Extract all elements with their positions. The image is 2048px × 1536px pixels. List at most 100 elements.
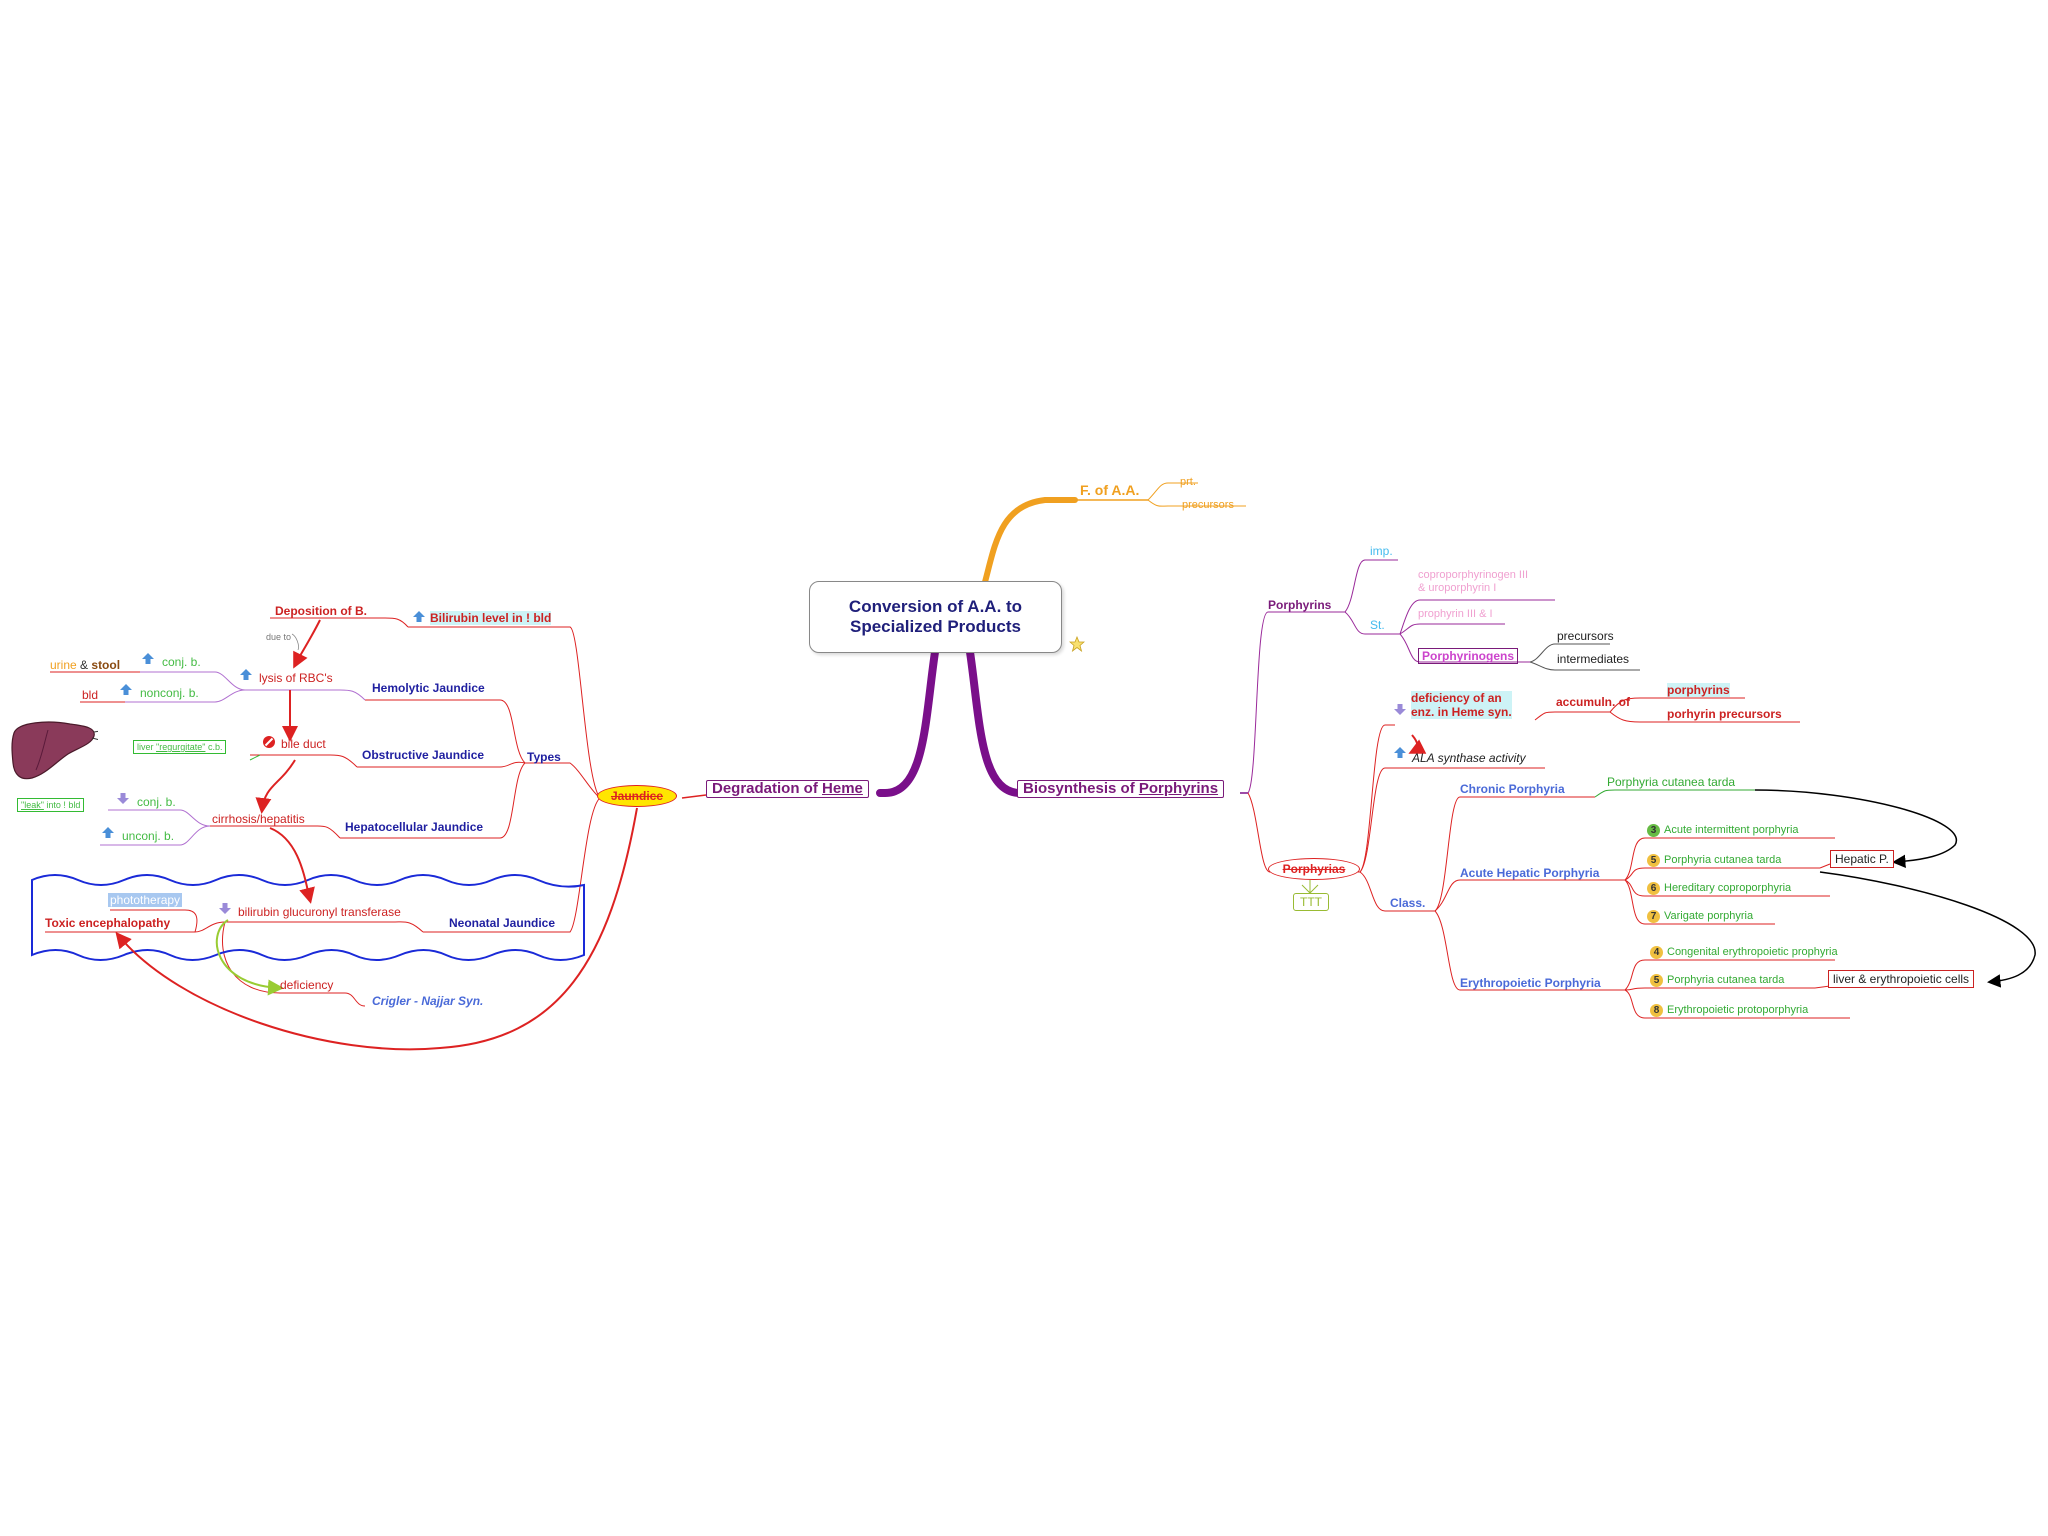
badge-7: 7 <box>1647 909 1660 923</box>
node-conj-b-2[interactable]: conj. b. <box>137 795 176 809</box>
node-porphyrias[interactable]: Porphyrias <box>1268 858 1360 880</box>
fofaa-item[interactable]: prt. <box>1180 476 1196 488</box>
node-unconj-b[interactable]: unconj. b. <box>122 829 175 843</box>
badge-5: 5 <box>1647 853 1660 867</box>
node-urine-stool[interactable]: urine & stool <box>50 658 120 672</box>
node-crigler-najjar[interactable]: Crigler - Najjar Syn. <box>372 994 484 1008</box>
fofaa-item[interactable]: precursors <box>1182 499 1234 511</box>
branch-degradation <box>876 648 939 797</box>
down-arrow-icon <box>219 903 231 914</box>
branch-biosynthesis <box>966 648 1029 797</box>
node-hepatocellular-jaundice[interactable]: Hepatocellular Jaundice <box>345 820 484 834</box>
badge-4: 4 <box>1650 945 1663 959</box>
node-liver-erythropoietic-cells[interactable]: liver & erythropoietic cells <box>1828 970 1975 988</box>
node-deficiency-enzyme[interactable]: deficiency of an enz. in Heme syn. <box>1411 691 1512 719</box>
node-deposition[interactable]: Deposition of B. <box>275 604 367 618</box>
stool-label: stool <box>91 658 121 672</box>
copro-line2: & uroporphyrin I <box>1418 582 1497 594</box>
deficiency-line2: enz. in Heme syn. <box>1411 705 1512 719</box>
node-neonatal-jaundice[interactable]: Neonatal Jaundice <box>449 916 556 930</box>
node-leak-into-bld[interactable]: "leak" into ! bld <box>17 798 85 812</box>
no-entry-icon <box>263 736 275 748</box>
acute-item[interactable]: 5 Porphyria cutanea tarda <box>1647 853 1781 867</box>
star-icon <box>1069 636 1085 652</box>
regurgitate-link[interactable]: "regurgitate" <box>156 742 206 752</box>
node-erythropoietic-porphyria[interactable]: Erythropoietic Porphyria <box>1460 976 1601 990</box>
biosynthesis-label: Biosynthesis of <box>1023 780 1139 797</box>
badge-5: 5 <box>1650 973 1663 987</box>
topic-degradation-of-heme[interactable]: Degradation of Heme <box>706 780 869 798</box>
copro-line1: coproporphyrinogen III <box>1418 569 1529 581</box>
node-porphyrins[interactable]: Porphyrins <box>1268 598 1332 612</box>
node-intermediates[interactable]: intermediates <box>1557 652 1630 666</box>
heme-link[interactable]: Heme <box>822 780 863 797</box>
node-st[interactable]: St. <box>1370 618 1385 632</box>
node-types[interactable]: Types <box>527 750 561 764</box>
node-hemolytic-jaundice[interactable]: Hemolytic Jaundice <box>372 681 485 695</box>
node-acute-hepatic-porphyria[interactable]: Acute Hepatic Porphyria <box>1460 866 1600 880</box>
node-obstructive-jaundice[interactable]: Obstructive Jaundice <box>362 748 485 762</box>
node-conj-b[interactable]: conj. b. <box>162 655 201 669</box>
branch-fofaa <box>982 497 1078 585</box>
acute-item[interactable]: 7 Varigate porphyria <box>1647 909 1753 923</box>
topic-biosynthesis-of-porphyrins[interactable]: Biosynthesis of Porphyrins <box>1017 780 1225 798</box>
node-accum-porphyrins[interactable]: porphyrins <box>1667 683 1730 697</box>
liver-icon <box>11 721 98 780</box>
node-glucuronyl-transferase[interactable]: bilirubin glucuronyl transferase <box>238 905 401 919</box>
node-cirrhosis-hepatitis[interactable]: cirrhosis/hepatitis <box>212 812 305 826</box>
node-imp[interactable]: imp. <box>1370 544 1393 558</box>
node-chronic-item[interactable]: Porphyria cutanea tarda <box>1607 775 1736 789</box>
node-accum-precursors[interactable]: porhyrin precursors <box>1667 707 1782 721</box>
erythro-item[interactable]: 5 Porphyria cutanea tarda <box>1650 973 1784 987</box>
cb-label: c.b. <box>205 742 223 752</box>
node-bilirubin-level[interactable]: Bilirubin level in ! bld <box>430 611 552 625</box>
degradation-label: Degradation of <box>712 780 823 797</box>
node-liver-regurgitate[interactable]: liver "regurgitate" c.b. <box>133 740 227 754</box>
node-coproporphyrinogen[interactable]: coproporphyrinogen III & uroporphyrin I <box>1418 569 1528 595</box>
down-arrow-icon <box>1394 704 1406 715</box>
acute-item-label: Hereditary coproporphyria <box>1664 882 1792 894</box>
node-class[interactable]: Class. <box>1390 896 1426 910</box>
up-arrow-icon <box>1394 747 1406 758</box>
node-accumuln[interactable]: accumuln. of <box>1556 695 1631 709</box>
central-topic[interactable]: Conversion of A.A. to Specialized Produc… <box>809 581 1062 653</box>
central-topic-line2: Specialized Products <box>850 617 1021 636</box>
up-arrow-icon <box>142 653 154 664</box>
leak-link[interactable]: "leak" <box>21 800 44 810</box>
node-nonconj-b[interactable]: nonconj. b. <box>140 686 199 700</box>
into-bld-label: into ! bld <box>43 800 81 810</box>
node-chronic-porphyria[interactable]: Chronic Porphyria <box>1460 782 1565 796</box>
erythro-item-label: Porphyria cutanea tarda <box>1667 974 1785 986</box>
badge-3: 3 <box>1647 823 1660 837</box>
node-precursors[interactable]: precursors <box>1557 629 1614 643</box>
porphyrins-link[interactable]: Porphyrins <box>1138 780 1219 797</box>
node-ala-synthase[interactable]: ALA synthase activity <box>1412 751 1526 765</box>
down-arrow-icon <box>117 793 129 804</box>
node-porphyrinogens[interactable]: Porphyrinogens <box>1418 648 1519 664</box>
deficiency-line1: deficiency of an <box>1411 691 1502 705</box>
central-topic-line1: Conversion of A.A. to <box>848 597 1023 616</box>
node-deficiency[interactable]: deficiency <box>280 978 334 992</box>
up-arrow-icon <box>413 611 425 622</box>
node-jaundice[interactable]: Jaundice <box>597 785 677 807</box>
acute-item[interactable]: 3 Acute intermittent porphyria <box>1647 823 1799 837</box>
acute-item-label: Varigate porphyria <box>1664 910 1754 922</box>
node-ttt[interactable]: TTT <box>1293 893 1329 911</box>
label-due-to: due to <box>266 632 292 642</box>
urine-label: urine <box>50 658 77 672</box>
acute-item-label: Acute intermittent porphyria <box>1664 824 1799 836</box>
node-prophyrin[interactable]: prophyrin III & I <box>1418 608 1493 620</box>
topic-fofaa[interactable]: F. of A.A. <box>1080 482 1140 498</box>
node-hepatic-p[interactable]: Hepatic P. <box>1830 850 1894 868</box>
acute-item-label: Porphyria cutanea tarda <box>1664 854 1782 866</box>
node-toxic-encephalopathy[interactable]: Toxic encephalopathy <box>45 916 171 930</box>
node-bld[interactable]: bld <box>82 688 99 702</box>
node-bile-duct[interactable]: bile duct <box>281 737 326 751</box>
up-arrow-icon <box>240 669 252 680</box>
liver-label: liver <box>137 742 157 752</box>
node-phototherapy[interactable]: phototherapy <box>108 893 183 907</box>
node-lysis-rbc[interactable]: lysis of RBC's <box>259 671 333 685</box>
